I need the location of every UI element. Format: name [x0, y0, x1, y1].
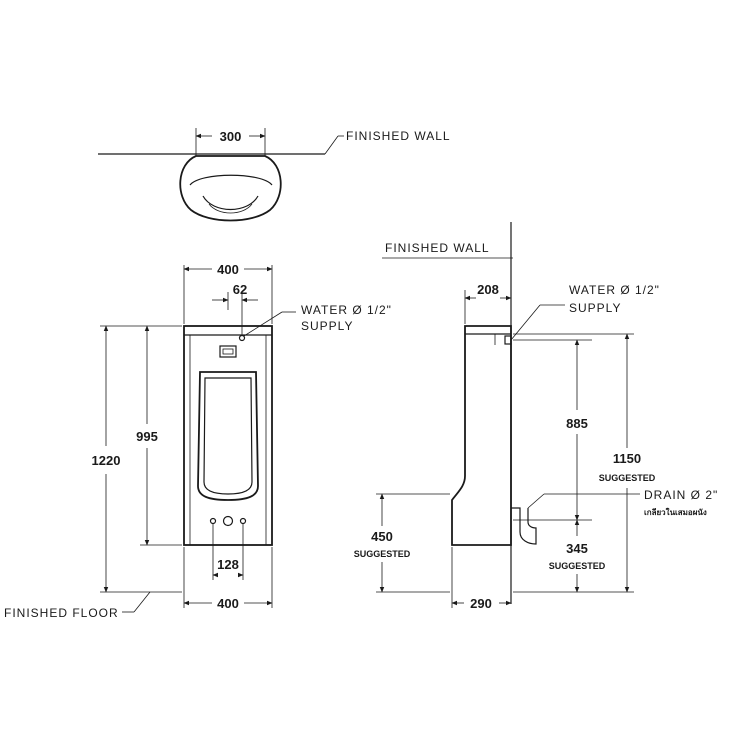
floor-leader: [133, 591, 151, 613]
dim-side-mount-height: 450: [371, 529, 393, 544]
dim-front-height-total: 1220: [92, 453, 121, 468]
side-drain-pipe: [511, 507, 537, 545]
water-supply-side-line1: WATER Ø 1/2": [569, 283, 660, 297]
plan-wall-leader: [324, 135, 339, 155]
front-bowl-outer: [197, 371, 259, 501]
front-view: 400 62 WATER Ø 1/2" SUPPLY 1220 995 128: [4, 262, 392, 620]
urinal-plan-rim: [189, 174, 273, 186]
drain-label-line1: DRAIN Ø 2": [644, 488, 718, 502]
water-supply-side-line2: SUPPLY: [569, 301, 621, 315]
dim-side-supply-height: 885: [566, 416, 588, 431]
dim-side-depth-top: 208: [477, 282, 499, 297]
front-sensor-box: [219, 345, 237, 358]
front-bowl-inner: [203, 377, 253, 495]
suggested-450-label: SUGGESTED: [354, 549, 411, 559]
dim-side-drain-height: 345: [566, 541, 588, 556]
urinal-plan-body: [179, 155, 282, 222]
dim-supply-offset: 62: [233, 282, 247, 297]
front-control-left: [209, 517, 217, 525]
dim-front-width-top: 400: [217, 262, 239, 277]
finished-wall-top-label: FINISHED WALL: [346, 129, 451, 143]
urinal-plan-bowl: [202, 195, 259, 210]
plan-view: FINISHED WALL 300: [98, 128, 451, 222]
dim-side-height-total: 1150: [613, 451, 641, 466]
dim-front-height-inner: 995: [136, 429, 158, 444]
dim-side-depth-bottom: 290: [470, 596, 492, 611]
front-water-supply-point: [238, 334, 246, 342]
dim-sensor-spacing: 128: [217, 557, 239, 572]
suggested-345-label: SUGGESTED: [549, 561, 606, 571]
side-view: FINISHED WALL 208 WATER Ø 1/2" SUPPLY 88…: [354, 222, 718, 611]
water-supply-front-line1: WATER Ø 1/2": [301, 303, 392, 317]
front-control-right: [239, 517, 247, 525]
finished-floor-label: FINISHED FLOOR: [4, 606, 119, 620]
front-water-leader: [243, 311, 283, 337]
urinal-plan-bowl-inner: [208, 203, 253, 214]
drain-leader: [527, 493, 545, 509]
water-supply-front-line2: SUPPLY: [301, 319, 353, 333]
side-water-leader: [510, 304, 541, 341]
side-body-outline: [451, 325, 512, 546]
front-sensor-window: [222, 348, 234, 355]
dim-front-width-bottom: 400: [217, 596, 239, 611]
front-body-outline: [183, 325, 273, 546]
suggested-1150-label: SUGGESTED: [599, 473, 656, 483]
dim-top-width: 300: [220, 129, 242, 144]
drain-label-line2: เกลียวในเสมอผนัง: [644, 507, 707, 517]
front-control-center: [222, 515, 234, 527]
finished-wall-side-label: FINISHED WALL: [385, 241, 490, 255]
